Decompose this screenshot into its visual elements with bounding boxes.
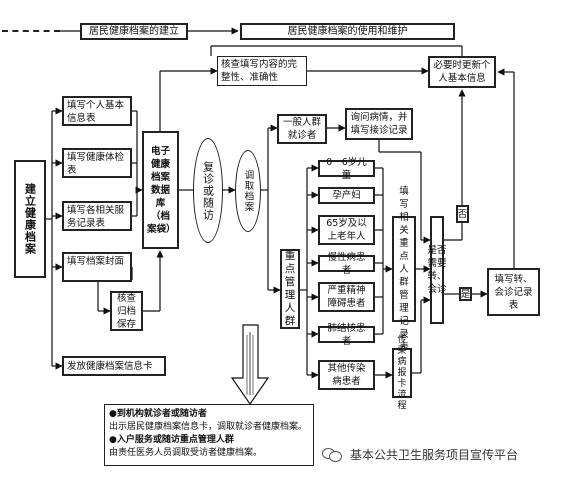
infectious-report-box: 传染病报卡流程 bbox=[392, 335, 412, 411]
group-chronic-box: 慢性病患者 bbox=[318, 252, 375, 276]
group-mental-box: 严重精神障碍患者 bbox=[318, 282, 375, 312]
note-text-visitor: 出示居民健康档案信息卡，调取就诊者健康档案。 bbox=[109, 422, 308, 432]
electronic-db-box: 电子健康档案数据库（档案袋） bbox=[142, 131, 179, 249]
group-children-box: 0－6岁儿童 bbox=[318, 157, 375, 181]
revisit-followup-ellipse: 复诊或随访 bbox=[193, 138, 223, 243]
fill-health-exam-box: 填写健康体检表 bbox=[62, 148, 132, 178]
down-arrow-icon bbox=[230, 324, 270, 406]
notes-box: ●到机构就诊者或随访者 出示居民健康档案信息卡，调取就诊者健康档案。 ●入户服务… bbox=[104, 404, 314, 466]
fill-basic-info-box: 填写个人基本信息表 bbox=[62, 96, 132, 126]
group-tb-box: 肺结核患者 bbox=[318, 323, 375, 347]
check-archive-save-box: 核查归档保存 bbox=[110, 291, 143, 331]
retrieve-record-ellipse: 调取档案 bbox=[235, 150, 261, 232]
update-basic-info-box: 必要时更新个人基本信息 bbox=[428, 56, 496, 88]
need-referral-box: 是否需要转、会诊 bbox=[428, 216, 447, 324]
header-use-title: 居民健康档案的使用和维护 bbox=[240, 23, 455, 40]
header-establish-title: 居民健康档案的建立 bbox=[80, 23, 188, 40]
fill-service-records-box: 填写各相关服务记录表 bbox=[62, 201, 132, 231]
fill-referral-records-box: 填写转、会诊记录表 bbox=[487, 268, 540, 316]
general-visitor-box: 一般人群就诊者 bbox=[277, 114, 327, 144]
ask-condition-box: 询问病情，并填写接诊记录 bbox=[345, 108, 413, 140]
no-label-box: 否 bbox=[456, 205, 469, 223]
check-completeness-box: 核查填写内容的完整性、准确性 bbox=[217, 56, 307, 86]
wechat-icon bbox=[322, 446, 344, 462]
note-text-home-visit: 由责任医务人员调取受访者健康档案。 bbox=[109, 448, 263, 458]
legend-dashed-line bbox=[2, 30, 60, 32]
group-elderly-box: 65岁及以上老年人 bbox=[318, 215, 375, 245]
group-pregnant-box: 孕产妇 bbox=[318, 187, 375, 204]
key-population-box: 重点管理人群 bbox=[280, 249, 300, 329]
note-heading-visitor: ●到机构就诊者或随访者 bbox=[109, 409, 207, 419]
yes-label-box: 是 bbox=[459, 287, 472, 301]
issue-card-box: 发放健康档案信息卡 bbox=[62, 356, 166, 376]
watermark: 基本公共卫生服务项目宣传平台 bbox=[322, 444, 560, 464]
fill-key-records-box: 填写相关重点人群管理记录表 bbox=[392, 186, 416, 353]
watermark-text: 基本公共卫生服务项目宣传平台 bbox=[350, 447, 519, 462]
fill-record-cover-box: 填写档案封面 bbox=[62, 252, 132, 282]
note-heading-home-visit: ●入户服务或随访重点管理人群 bbox=[109, 435, 234, 445]
group-infectious-box: 其他传染病患者 bbox=[318, 360, 375, 390]
establish-record-box: 建立健康档案 bbox=[14, 160, 46, 278]
